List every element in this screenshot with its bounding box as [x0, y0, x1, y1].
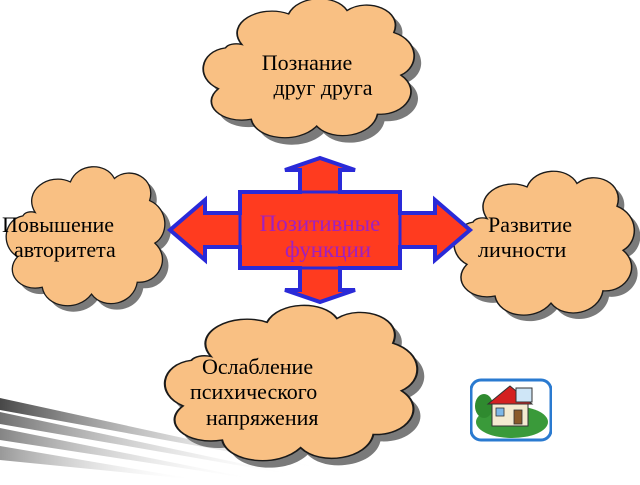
node-top-line2: друг друга [273, 75, 373, 101]
node-right-line1: Развитие [488, 212, 573, 237]
node-right-line2: личности [478, 237, 567, 263]
node-left-label: Повышение авторитета [2, 212, 172, 263]
home-icon[interactable] [469, 372, 553, 442]
node-right-label: Развитие личности [478, 212, 628, 263]
node-top-line1: Познание [261, 50, 353, 75]
node-left-line1: Повышение [2, 212, 115, 237]
center-label-line1: Позитивные [259, 211, 381, 236]
node-left-line2: авторитета [14, 237, 116, 263]
node-bottom-line3: напряжения [206, 404, 319, 430]
center-label-line2: функции [284, 237, 372, 263]
node-bottom-line1: Ослабление [202, 354, 314, 379]
center-label: Позитивные функции [228, 211, 412, 264]
center-cross-arrow [166, 155, 474, 305]
home-icon-graphic [469, 378, 553, 442]
node-top-label: Познание друг друга [228, 50, 398, 101]
node-bottom-label: Ослабление психического напряжения [190, 354, 390, 430]
node-bottom-line2: психического [190, 379, 318, 405]
